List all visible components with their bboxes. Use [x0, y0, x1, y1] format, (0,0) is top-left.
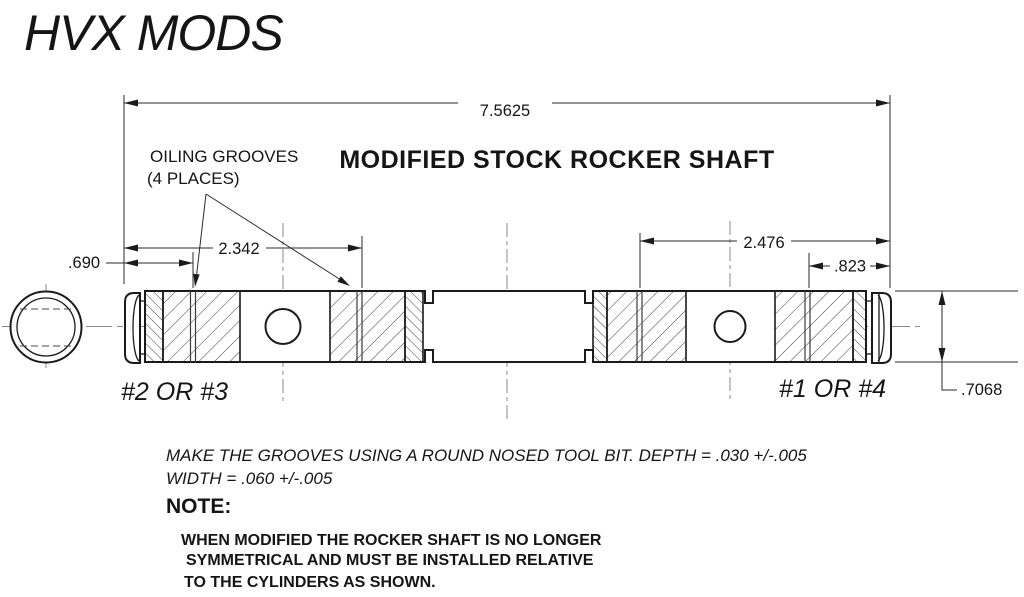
right-end-to-groove-value: .823 [834, 258, 866, 276]
groove-notes: MAKE THE GROOVES USING A ROUND NOSED TOO… [166, 446, 807, 488]
arrow-left-icon [124, 99, 138, 107]
arrow-left-icon [640, 237, 654, 245]
callout-line1: OILING GROOVES [150, 147, 298, 166]
left-end-to-groove-value: .690 [68, 254, 100, 272]
shaft-body [144, 290, 867, 363]
right-end-label: #1 OR #4 [779, 375, 886, 403]
overall-length-value: 7.5625 [480, 102, 530, 120]
note-label: NOTE: [166, 495, 231, 518]
left-end-cap-curve [132, 294, 140, 362]
note-line3: TO THE CYLINDERS AS SHOWN. [184, 574, 436, 591]
dimension-diameter: .7068 [895, 290, 1018, 399]
arrow-left-icon [124, 244, 138, 252]
oiling-grooves-callout: OILING GROOVES (4 PLACES) [147, 147, 350, 287]
arrow-right-icon [876, 99, 890, 107]
shaft-end-view [9, 290, 83, 364]
left-end-label: #2 OR #3 [121, 378, 228, 406]
dimension-left-end-to-groove: .690 [68, 252, 194, 288]
hatch-block-left-2 [329, 290, 406, 363]
note-line2: SYMMETRICAL AND MUST BE INSTALLED RELATI… [186, 552, 594, 569]
arrow-down-icon [938, 348, 946, 362]
left-cross-hole [264, 308, 302, 345]
diameter-value: .7068 [961, 381, 1002, 399]
dimension-right-groove-span: 2.476 [639, 233, 890, 288]
arrow-left-icon [809, 262, 823, 270]
arrow-right-icon [876, 262, 890, 270]
leader-line [941, 362, 957, 391]
end-view-outer-circle [9, 290, 83, 364]
arrow-right-icon [876, 237, 890, 245]
drawing-title: HVX MODS [24, 5, 283, 61]
drawing-heading: MODIFIED STOCK ROCKER SHAFT [339, 146, 774, 174]
hatch-block-left-1 [162, 290, 241, 363]
dimension-right-end-to-groove: .823 [808, 253, 890, 288]
note-line1: WHEN MODIFIED THE ROCKER SHAFT IS NO LON… [181, 532, 602, 549]
hatch-block-right-1 [606, 290, 687, 363]
arrow-right-icon [179, 259, 193, 267]
groove-note-line2: WIDTH = .060 +/-.005 [166, 469, 333, 488]
hatch-band-right-inner [592, 290, 608, 363]
dimension-left-groove-span: 2.342 [124, 236, 363, 288]
leader-arrow-1-icon [193, 273, 200, 287]
arrow-up-icon [938, 291, 946, 305]
left-groove-span-value: 2.342 [218, 240, 259, 258]
right-cross-hole [713, 310, 747, 343]
right-groove-span-value: 2.476 [743, 234, 784, 252]
end-view-inner-circle [16, 297, 76, 357]
groove-note-line1: MAKE THE GROOVES USING A ROUND NOSED TOO… [166, 446, 807, 465]
oiling-grooves [189, 291, 811, 362]
hatch-band-left-inner [404, 290, 424, 363]
dimension-overall-length: 7.5625 [123, 95, 891, 288]
leader-arrow-2-icon [337, 276, 350, 286]
callout-line2: (4 PLACES) [147, 169, 240, 188]
shaft-side-view [124, 290, 892, 364]
note-block: NOTE: WHEN MODIFIED THE ROCKER SHAFT IS … [166, 495, 602, 591]
leader-line-1 [195, 193, 207, 281]
arrow-left-icon [124, 259, 138, 267]
leader-line-2 [205, 193, 342, 281]
hatch-band-left-outer [144, 290, 164, 363]
arrow-right-icon [348, 244, 362, 252]
hatch-band-right-outer [852, 290, 867, 363]
hatch-block-right-2 [774, 290, 854, 363]
right-end-cap [871, 292, 892, 364]
right-end-cap-curve [877, 294, 885, 362]
hatched-sections [144, 290, 867, 363]
